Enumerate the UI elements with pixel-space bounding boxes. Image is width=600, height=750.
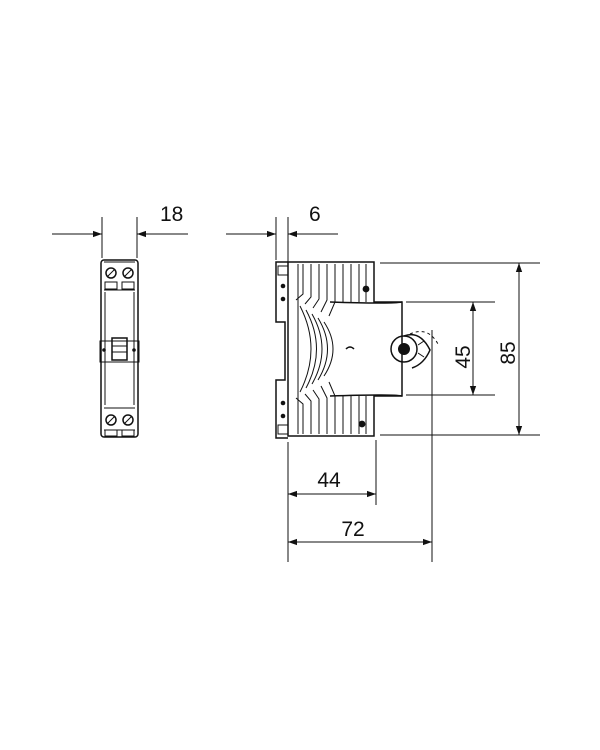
height-dimensions (380, 262, 540, 436)
depth-label-72: 72 (341, 518, 364, 541)
height-label-45: 45 (452, 345, 475, 368)
offset-label-6: 6 (309, 203, 321, 226)
depth-label-44: 44 (317, 469, 341, 492)
front-view (52, 217, 188, 438)
depth-dimensions (287, 330, 433, 562)
side-view (226, 217, 439, 439)
width-label-18: 18 (160, 203, 183, 226)
height-label-85: 85 (497, 341, 520, 364)
